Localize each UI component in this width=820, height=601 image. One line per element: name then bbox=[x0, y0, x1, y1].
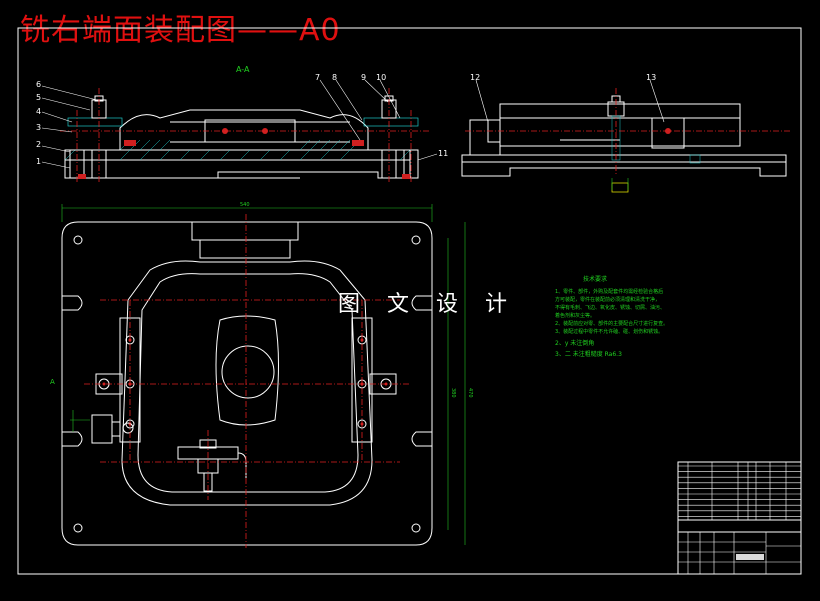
section-view-a-a: A-A bbox=[41, 65, 438, 182]
dimension-height-label-2: 470 bbox=[467, 388, 473, 398]
callout-11: 11 bbox=[438, 149, 449, 158]
section-label: A-A bbox=[236, 65, 250, 74]
tech-req-line-8: 3、二 未注粗糙度 Ra6.3 bbox=[555, 350, 622, 358]
side-view bbox=[461, 79, 790, 193]
callout-7: 7 bbox=[315, 73, 321, 82]
callout-12: 12 bbox=[470, 73, 481, 82]
drawing-border bbox=[17, 27, 802, 575]
callout-5: 5 bbox=[36, 93, 42, 102]
drawing-title: 铣右端面装配图——A0 bbox=[20, 13, 341, 48]
callout-13: 13 bbox=[646, 73, 657, 82]
tech-req-line-4: 着色剂和灰尘等。 bbox=[555, 312, 595, 319]
callout-4: 4 bbox=[36, 107, 42, 116]
tech-req-line-3: 不得有毛刺、飞边、氧化皮、锈蚀、切屑、油污、 bbox=[555, 304, 665, 311]
dimension-height-label-1: 380 bbox=[450, 388, 456, 398]
tech-req-title: 技术要求 bbox=[583, 275, 607, 283]
title-block bbox=[677, 461, 802, 575]
callout-9: 9 bbox=[361, 73, 367, 82]
plan-view: 540 380 470 A bbox=[50, 202, 473, 548]
tech-req-line-6: 3、装配过程中零件不允许磕、碰、划伤和锈蚀。 bbox=[555, 328, 663, 335]
callout-6: 6 bbox=[36, 80, 42, 89]
tech-req-line-5: 2、装配前应对零、部件的主要配合尺寸进行复查。 bbox=[555, 320, 668, 327]
callout-2: 2 bbox=[36, 140, 42, 149]
tech-req-line-7: 2、y 未注倒角 bbox=[555, 339, 594, 347]
tech-req-line-1: 1、零件、部件，外购及配套件均需经检验合格后 bbox=[555, 288, 663, 295]
callout-10: 10 bbox=[376, 73, 387, 82]
watermark-text: 图 文 设 计 bbox=[338, 292, 517, 317]
dimension-width-label: 540 bbox=[240, 202, 250, 208]
technical-requirements: 技术要求 1、零件、部件，外购及配套件均需经检验合格后 方可装配，零件在装配前必… bbox=[555, 275, 668, 358]
view-arrow-label: A bbox=[50, 378, 55, 386]
callout-8: 8 bbox=[332, 73, 338, 82]
tech-req-line-2: 方可装配，零件在装配前必须清理和清洗干净， bbox=[555, 296, 660, 303]
callout-3: 3 bbox=[36, 123, 42, 132]
callout-1: 1 bbox=[36, 157, 42, 166]
